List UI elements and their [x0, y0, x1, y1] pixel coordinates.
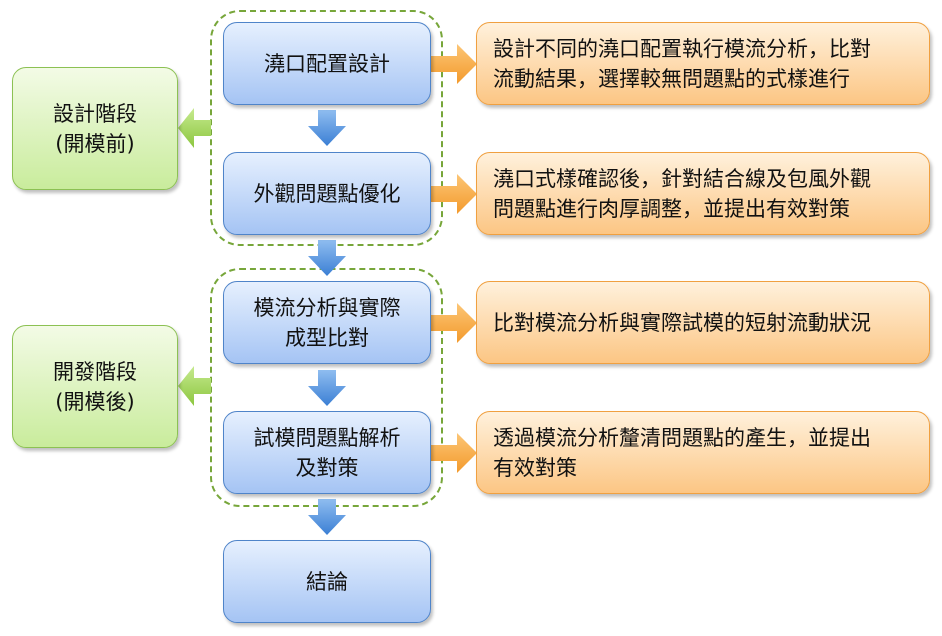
- left-arrow-icon: [178, 108, 211, 406]
- phase-sublabel: (開模前): [55, 131, 135, 156]
- phase-design: 設計階段 (開模前): [12, 67, 178, 190]
- step-label: 模流分析與實際: [253, 295, 401, 320]
- description-3: 比對模流分析與實際試模的短射流動狀況: [476, 281, 930, 364]
- step-appearance-optimization: 外觀問題點優化: [223, 152, 431, 235]
- description-4: 透過模流分析釐清問題點的產生，並提出有效對策: [476, 411, 930, 494]
- step-conclusion: 結論: [223, 540, 431, 623]
- description-text: 流動結果，選擇較無問題點的式樣進行: [493, 66, 850, 91]
- right-arrow-icon: [431, 44, 477, 473]
- step-label: 結論: [306, 569, 348, 594]
- step-label: 外觀問題點優化: [253, 181, 401, 206]
- step-label: 試模問題點解析: [253, 425, 401, 450]
- step-label: 及對策: [295, 455, 359, 480]
- description-1: 設計不同的澆口配置執行模流分析，比對流動結果，選擇較無問題點的式樣進行: [476, 22, 930, 105]
- description-text: 設計不同的澆口配置執行模流分析，比對: [493, 36, 871, 61]
- description-text: 澆口式樣確認後，針對結合線及包風外觀: [493, 166, 871, 191]
- phase-label: 開發階段: [53, 359, 137, 384]
- phase-sublabel: (開模後): [55, 389, 135, 414]
- description-text: 透過模流分析釐清問題點的產生，並提出: [493, 425, 871, 450]
- phase-label: 設計階段: [53, 101, 137, 126]
- step-label: 澆口配置設計: [264, 51, 390, 76]
- step-analysis-comparison: 模流分析與實際成型比對: [223, 281, 431, 364]
- step-trial-analysis: 試模問題點解析及對策: [223, 411, 431, 494]
- phase-development: 開發階段 (開模後): [12, 325, 178, 448]
- description-text: 比對模流分析與實際試模的短射流動狀況: [493, 310, 871, 335]
- description-text: 問題點進行肉厚調整，並提出有效對策: [493, 196, 850, 221]
- step-gate-design: 澆口配置設計: [223, 22, 431, 105]
- description-2: 澆口式樣確認後，針對結合線及包風外觀問題點進行肉厚調整，並提出有效對策: [476, 152, 930, 235]
- down-arrow-icon: [308, 110, 346, 535]
- description-text: 有效對策: [493, 455, 577, 480]
- step-label: 成型比對: [285, 325, 369, 350]
